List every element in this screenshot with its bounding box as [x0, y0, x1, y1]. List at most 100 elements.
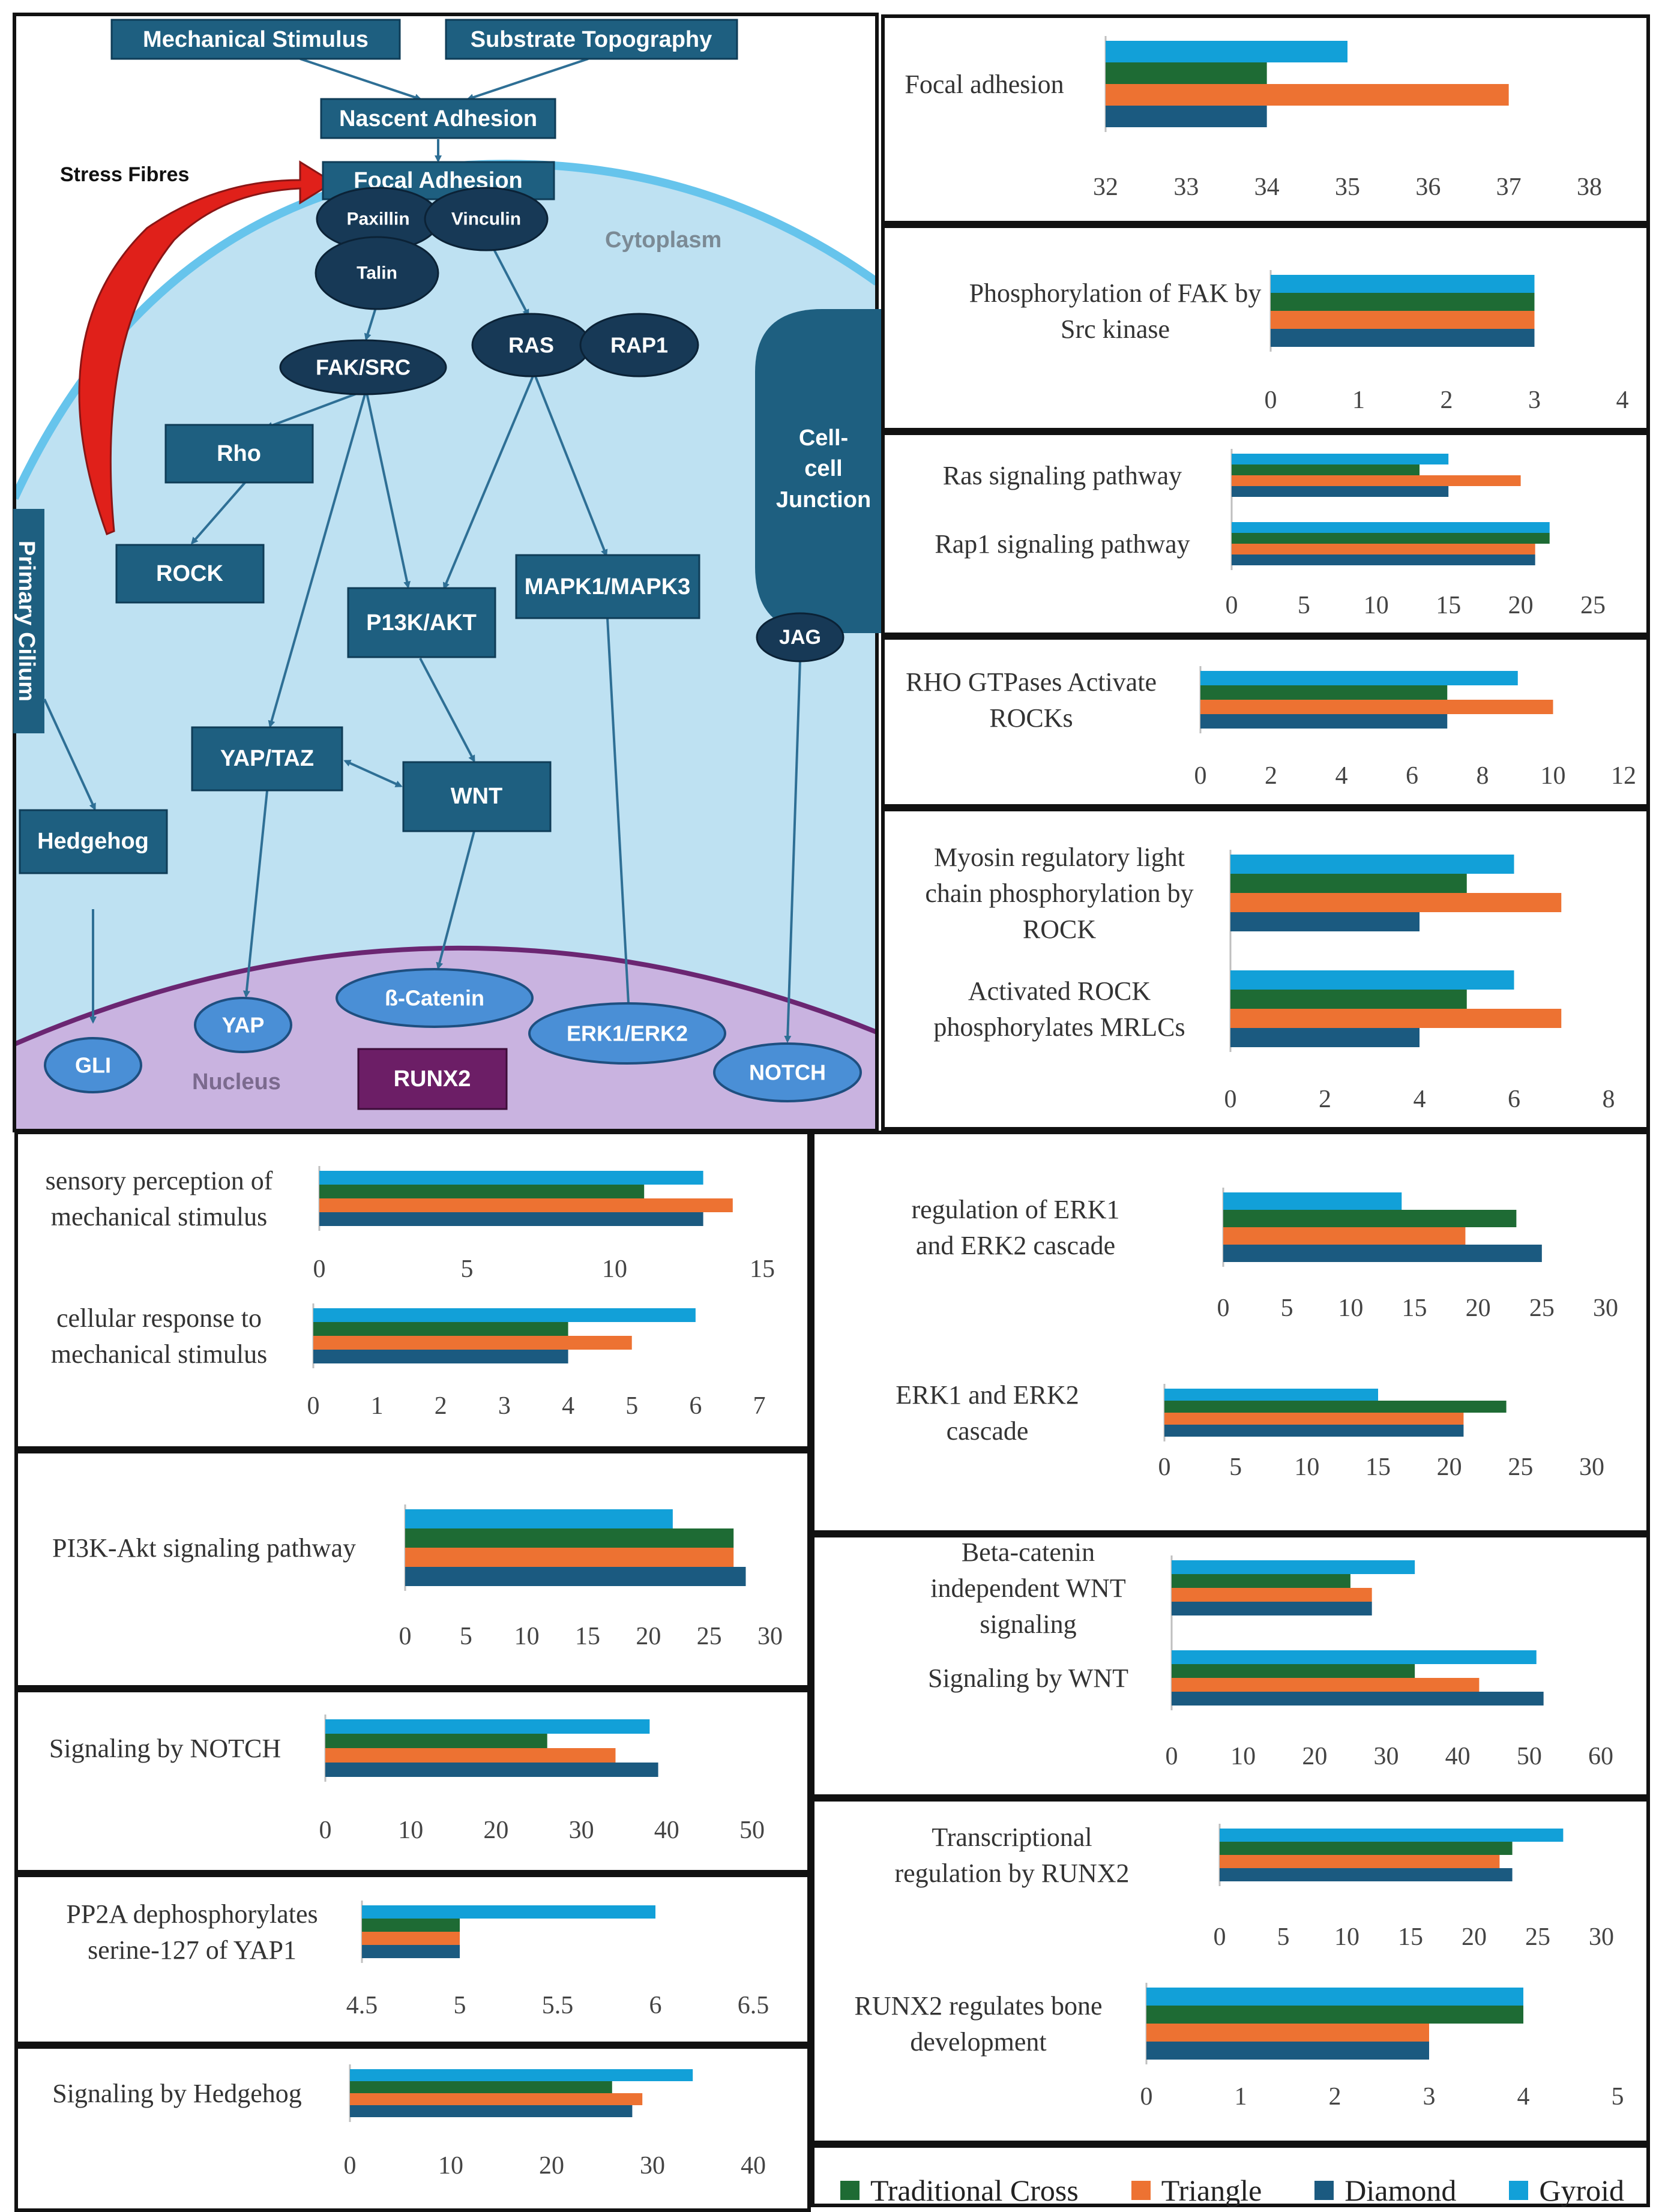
tick-label: 30	[569, 1817, 594, 1844]
tick-label: 20	[539, 2152, 564, 2180]
bar-gyroid	[1271, 275, 1535, 293]
tick-label: 2	[1265, 762, 1277, 790]
tick-label: 15	[1402, 1294, 1427, 1322]
tick-label: 0	[1265, 386, 1277, 414]
rho-box: Rho	[164, 424, 314, 484]
rho-label: Rho	[217, 441, 261, 466]
bar-traditional-cross	[1172, 1664, 1415, 1678]
cell-junction-label-2: cell	[804, 456, 842, 481]
bar-diamond	[1271, 329, 1535, 347]
yap-taz-box: YAP/TAZ	[191, 726, 343, 792]
tick-label: 0	[1224, 1086, 1237, 1113]
tick-label: 20	[1508, 592, 1534, 619]
bar-traditional-cross	[1106, 62, 1267, 84]
tick-label: 37	[1496, 173, 1522, 201]
tick-label: 25	[697, 1623, 722, 1650]
tick-label: 2	[1329, 2083, 1341, 2111]
tick-label: 1	[1352, 386, 1365, 414]
bar-diamond	[405, 1567, 746, 1586]
tick-label: 20	[1302, 1743, 1327, 1770]
tick-label: 20	[483, 1817, 508, 1844]
gli-node: GLI	[44, 1037, 142, 1093]
tick-label: 30	[1374, 1743, 1399, 1770]
tick-label: 50	[739, 1817, 765, 1844]
tick-label: 0	[1217, 1294, 1230, 1322]
legend-label-traditional-cross: Traditional Cross	[870, 2174, 1079, 2207]
bar-gyroid	[405, 1509, 673, 1528]
bar-diamond	[1164, 1425, 1464, 1437]
tick-label: 10	[1541, 762, 1566, 790]
tick-label: 10	[1334, 1923, 1359, 1951]
stress-fibres-label: Stress Fibres	[60, 163, 189, 186]
tick-label: 33	[1173, 173, 1199, 201]
bar-traditional-cross	[1230, 874, 1467, 893]
bar-traditional-cross	[362, 1919, 460, 1932]
tick-label: 6	[1508, 1086, 1520, 1113]
bar-diamond	[1172, 1692, 1544, 1706]
primary-cilium-shape	[13, 509, 44, 733]
tick-label: 3	[498, 1392, 511, 1420]
tick-label: 50	[1517, 1743, 1542, 1770]
tick-label: 5	[1612, 2083, 1624, 2111]
bar-gyroid	[325, 1719, 650, 1734]
rap1-label: RAP1	[610, 333, 668, 358]
bar-triangle	[1271, 311, 1535, 329]
tick-label: 0	[1194, 762, 1207, 790]
talin-node: Talin	[315, 236, 439, 310]
tick-label: 15	[1398, 1923, 1423, 1951]
bar-triangle	[1230, 1009, 1562, 1028]
cell-junction-shape	[755, 309, 882, 633]
bar-triangle	[362, 1932, 460, 1945]
bar-traditional-cross	[1172, 1574, 1350, 1588]
hedgehog-box: Hedgehog	[19, 809, 168, 874]
p13k-akt-label: P13K/AKT	[366, 610, 477, 636]
bar-triangle	[325, 1748, 616, 1763]
paxillin-label: Paxillin	[346, 209, 409, 229]
erk-node: ERK1/ERK2	[528, 1002, 726, 1065]
tick-label: 30	[1589, 1923, 1614, 1951]
bar-gyroid	[1230, 970, 1514, 990]
bar-diamond	[1232, 486, 1449, 497]
bar-diamond	[1232, 555, 1535, 565]
primary-cilium-label: Primary Cilium	[14, 541, 39, 702]
tick-label: 0	[1226, 592, 1238, 619]
erk-label: ERK1/ERK2	[567, 1021, 688, 1046]
tick-label: 10	[1338, 1294, 1363, 1322]
bar-triangle	[1230, 893, 1562, 912]
tick-label: 1	[371, 1392, 384, 1420]
category-label: Ras signaling pathway	[943, 461, 1182, 490]
nucleus-region	[14, 948, 877, 1131]
mechanical-stimulus-label: Mechanical Stimulus	[143, 27, 369, 52]
tick-label: 6	[1406, 762, 1418, 790]
category-label: Signaling by Hedgehog	[52, 2079, 302, 2108]
tick-label: 5	[461, 1255, 474, 1283]
bar-diamond	[1146, 2042, 1429, 2060]
bar-diamond	[350, 2105, 633, 2117]
tick-label: 6	[689, 1392, 702, 1420]
cytoplasm-label: Cytoplasm	[605, 227, 721, 253]
ras-node: RAS	[471, 313, 591, 377]
tick-label: 2	[1441, 386, 1453, 414]
legend-item-traditional-cross: Traditional Cross	[840, 2173, 1079, 2208]
gli-label: GLI	[75, 1053, 111, 1078]
nascent-adhesion-label: Nascent Adhesion	[339, 106, 537, 131]
bar-triangle	[1232, 475, 1521, 486]
tick-label: 2	[435, 1392, 447, 1420]
tick-label: 6.5	[738, 1992, 769, 2019]
paxillin-node: Paxillin	[316, 187, 441, 251]
bar-traditional-cross	[1164, 1401, 1507, 1413]
tick-label: 0	[399, 1623, 412, 1650]
substrate-topography-box: Substrate Topography	[445, 19, 738, 60]
tick-label: 10	[398, 1817, 423, 1844]
nucleus-label: Nucleus	[192, 1069, 281, 1095]
tick-label: 8	[1603, 1086, 1615, 1113]
